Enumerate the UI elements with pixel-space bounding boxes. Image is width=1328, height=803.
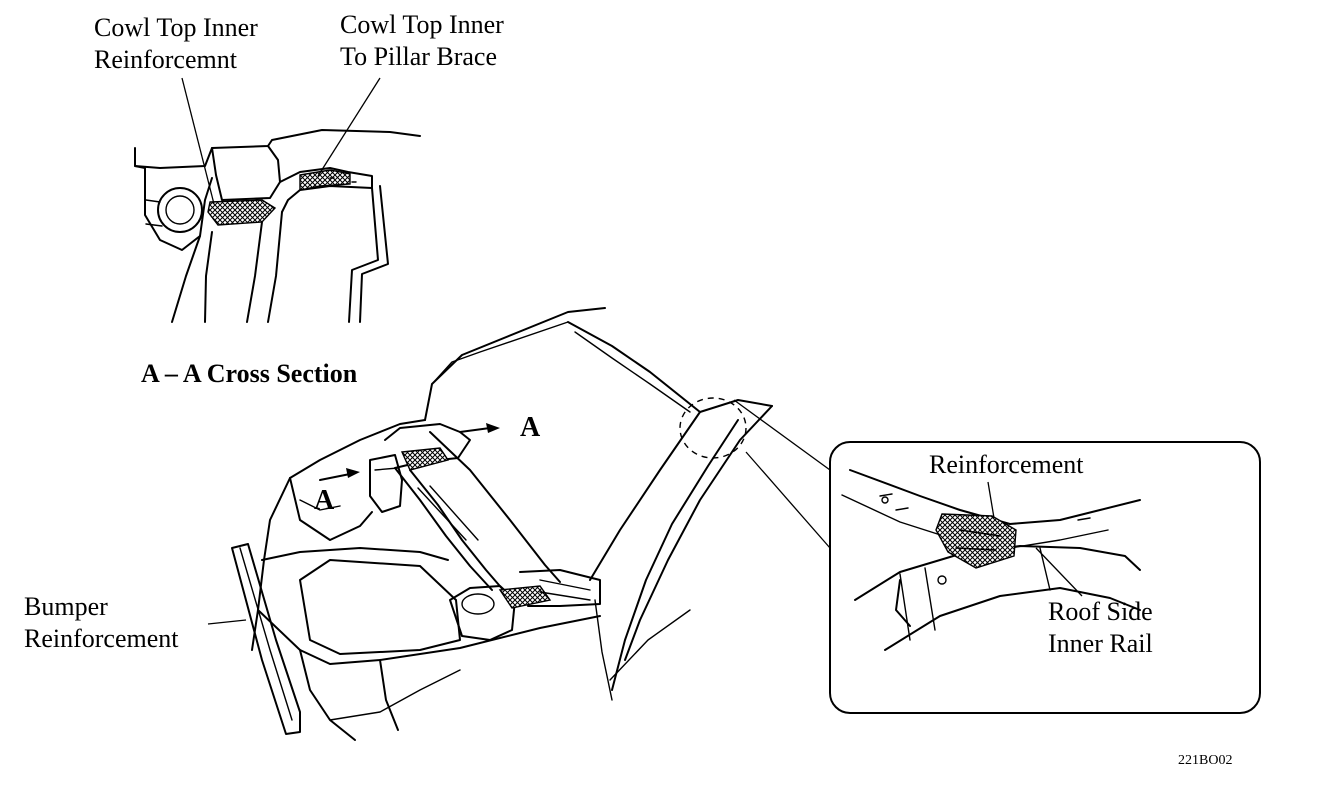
cowl-top-inner-reinforcement-part bbox=[207, 199, 277, 226]
cross-section-view bbox=[134, 77, 421, 323]
section-arrow-upper bbox=[459, 427, 491, 433]
detail-circle bbox=[679, 397, 747, 459]
section-arrow-lower bbox=[319, 473, 351, 481]
cross-section-title: A – A Cross Section bbox=[141, 359, 358, 388]
pillar-brace-part bbox=[299, 169, 351, 191]
reinforcement-detail-part bbox=[935, 513, 1017, 569]
main-body-view bbox=[207, 307, 831, 741]
bumper-reinforcement-part bbox=[231, 543, 301, 735]
label-roof-side-inner-rail: Roof Side Inner Rail bbox=[1048, 597, 1153, 658]
label-bumper-reinforcement: Bumper Reinforcement bbox=[24, 592, 179, 653]
section-mark-upper: A bbox=[520, 412, 541, 443]
detail-inset bbox=[829, 441, 1261, 714]
label-cowl-top-inner-reinforcement: Cowl Top Inner Reinforcemnt bbox=[94, 13, 258, 74]
section-mark-lower: A bbox=[314, 485, 335, 516]
figure-code: 221BO02 bbox=[1178, 753, 1233, 768]
label-detail-reinforcement: Reinforcement bbox=[929, 450, 1084, 479]
label-cowl-top-inner-to-pillar-brace: Cowl Top Inner To Pillar Brace bbox=[340, 10, 504, 71]
